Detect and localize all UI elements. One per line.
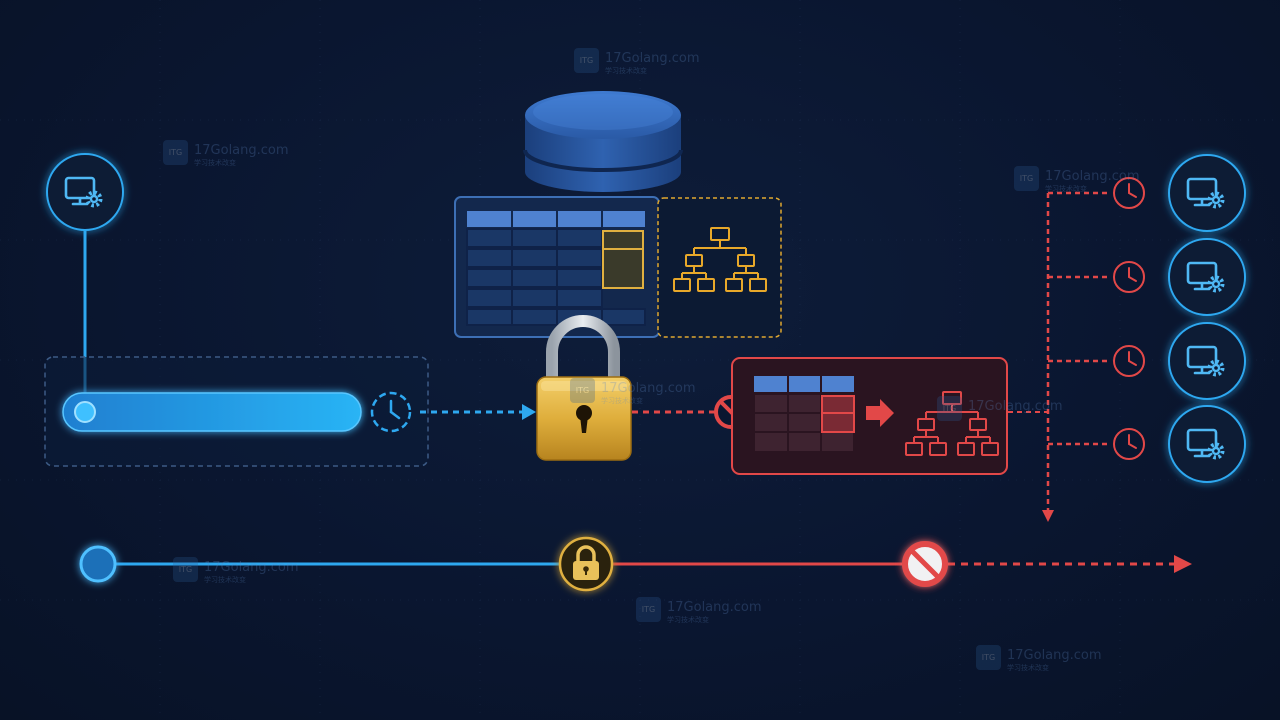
arrow-right-icon <box>522 404 536 420</box>
padlock-icon <box>536 315 632 461</box>
watermark-badge: ITG <box>576 386 589 395</box>
clock-icon <box>1113 428 1145 460</box>
watermark-site: 17Golang.com <box>1045 169 1140 184</box>
waiting-client-2 <box>1113 238 1246 316</box>
watermark-5: ITG 17Golang.com <box>937 396 1063 421</box>
watermark-sub: 学习技术改变 <box>605 66 647 75</box>
watermark-badge: ITG <box>580 56 593 65</box>
watermark-site: 17Golang.com <box>1007 648 1102 663</box>
table-grid-icon <box>454 196 660 338</box>
transaction-start-dot <box>74 401 96 423</box>
watermark-badge: ITG <box>1020 174 1033 183</box>
watermark-sub: 学习技术改变 <box>1007 663 1049 672</box>
watermark-2: ITG 17Golang.com 学习技术改变 <box>163 140 289 167</box>
watermark-3: ITG 17Golang.com 学习技术改变 <box>1014 166 1140 193</box>
waiting-client-4 <box>1113 405 1246 483</box>
watermark-site: 17Golang.com <box>605 51 700 66</box>
watermark-site: 17Golang.com <box>204 560 299 575</box>
watermark-sub: 学习技术改变 <box>601 396 643 405</box>
watermark-site: 17Golang.com <box>601 381 696 396</box>
watermark-sub: 学习技术改变 <box>204 575 246 584</box>
blocked-panel <box>731 357 1008 475</box>
arrow-right-icon <box>1174 555 1192 573</box>
watermark-badge: ITG <box>943 404 956 413</box>
watermark-sub: 学习技术改变 <box>194 158 236 167</box>
waiting-queue <box>1042 191 1110 522</box>
watermark-1: ITG 17Golang.com 学习技术改变 <box>574 48 700 75</box>
watermarks: ITG 17Golang.com 学习技术改变 ITG 17Golang.com… <box>163 48 1140 672</box>
watermark-badge: ITG <box>179 565 192 574</box>
watermark-site: 17Golang.com <box>667 600 762 615</box>
clock-icon <box>1113 345 1145 377</box>
timeline-start-dot <box>79 545 117 583</box>
clock-icon <box>1113 261 1145 293</box>
watermark-site: 17Golang.com <box>194 143 289 158</box>
transaction-progress-bar <box>62 392 362 432</box>
padlock-icon <box>558 536 614 592</box>
database-icon <box>523 91 683 192</box>
watermark-8: ITG 17Golang.com 学习技术改变 <box>976 645 1102 672</box>
watermark-sub: 学习技术改变 <box>1045 184 1087 193</box>
waiting-client-3 <box>1113 322 1246 400</box>
watermark-7: ITG 17Golang.com 学习技术改变 <box>636 597 762 624</box>
watermark-site: 17Golang.com <box>968 399 1063 414</box>
waiting-client-1 <box>1113 154 1246 232</box>
watermark-badge: ITG <box>642 605 655 614</box>
watermark-sub: 学习技术改变 <box>667 615 709 624</box>
client-node-left <box>46 153 124 231</box>
timeline <box>79 536 1192 592</box>
no-entry-icon <box>902 541 948 587</box>
watermark-4: ITG 17Golang.com 学习技术改变 <box>570 378 696 405</box>
index-panel <box>657 197 782 338</box>
watermark-badge: ITG <box>169 148 182 157</box>
watermark-badge: ITG <box>982 653 995 662</box>
watermark-6: ITG 17Golang.com 学习技术改变 <box>173 557 299 584</box>
clock-icon <box>370 391 412 433</box>
arrow-right-icon <box>866 399 894 427</box>
